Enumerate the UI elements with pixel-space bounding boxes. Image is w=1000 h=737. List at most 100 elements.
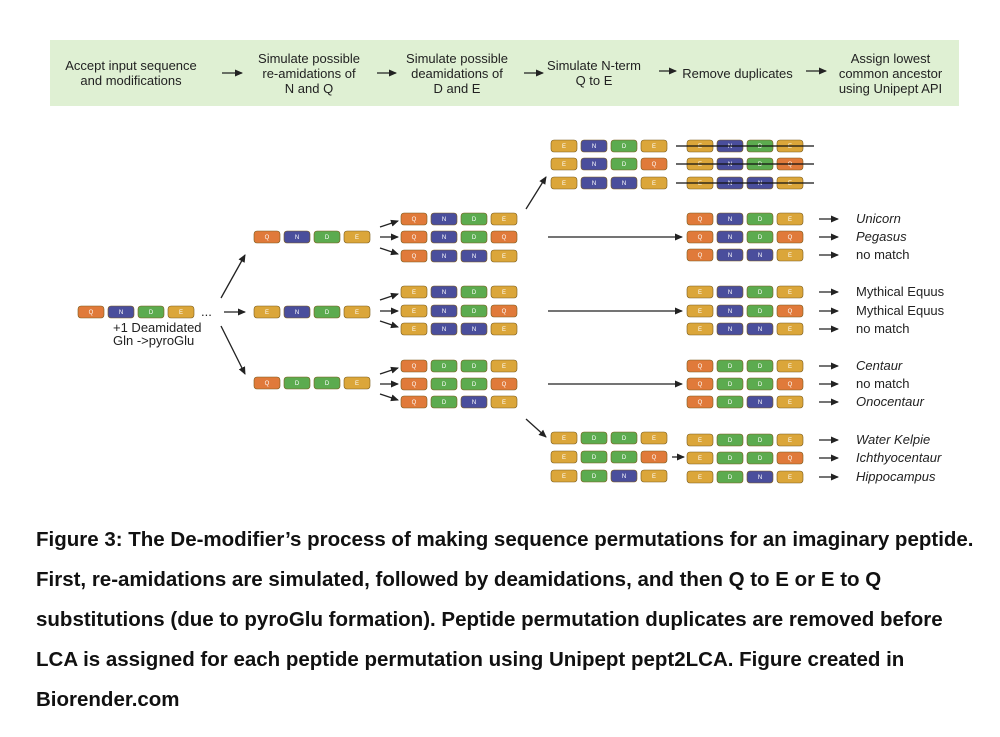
residue-N [716, 285, 744, 299]
residue-N [716, 248, 744, 262]
residue-Q [776, 377, 804, 391]
residue-N [610, 176, 638, 190]
residue-E [776, 433, 804, 447]
residue-N [580, 157, 608, 171]
lca-label: no match [856, 321, 909, 336]
flow-arrow [379, 320, 399, 329]
residue-letter: N [592, 162, 596, 168]
residue-letter: D [758, 382, 763, 388]
residue-letter: D [472, 364, 477, 370]
residue-E [490, 359, 518, 373]
residue-letter: D [592, 436, 597, 442]
step-reamidation: Simulate possible re-amidations of N and… [258, 50, 360, 96]
flow-arrow [220, 254, 246, 299]
residue-letter: E [698, 162, 702, 168]
residue-D [716, 359, 744, 373]
residue-letter: E [355, 235, 359, 241]
residue-letter: D [758, 162, 763, 168]
residue-letter: E [788, 181, 792, 187]
residue-letter: D [325, 310, 330, 316]
residue-letter: E [562, 162, 566, 168]
residue-letter: D [728, 364, 733, 370]
residue-D [716, 377, 744, 391]
residue-letter: N [295, 310, 299, 316]
residue-letter: Q [265, 381, 270, 387]
residue-E [686, 304, 714, 318]
residue-E [686, 451, 714, 465]
residue-letter: E [652, 436, 656, 442]
residue-letter: D [442, 382, 447, 388]
residue-letter: Q [412, 364, 417, 370]
residue-N [716, 230, 744, 244]
residue-letter: Q [412, 254, 417, 260]
residue-letter: D [758, 438, 763, 444]
residue-N [460, 322, 488, 336]
residue-letter: Q [265, 235, 270, 241]
residue-N [460, 395, 488, 409]
residue-D [580, 469, 608, 483]
residue-N [430, 249, 458, 263]
flow-arrow [525, 176, 547, 210]
residue-letter: D [622, 436, 627, 442]
residue-E [640, 469, 668, 483]
residue-letter: E [788, 400, 792, 406]
residue-letter: E [652, 181, 656, 187]
flow-arrow [220, 325, 246, 375]
residue-D [746, 433, 774, 447]
residue-letter: N [758, 400, 762, 406]
residue-E [686, 322, 714, 336]
residue-letter: E [788, 475, 792, 481]
residue-letter: N [728, 181, 732, 187]
residue-E [776, 248, 804, 262]
residue-D [313, 230, 341, 244]
residue-letter: N [622, 181, 626, 187]
residue-E [776, 359, 804, 373]
residue-letter: N [728, 290, 732, 296]
residue-D [283, 376, 311, 390]
residue-letter: N [728, 309, 732, 315]
residue-letter: N [442, 217, 446, 223]
residue-Q [776, 304, 804, 318]
residue-letter: E [502, 327, 506, 333]
residue-D [460, 285, 488, 299]
residue-letter: Q [788, 162, 793, 168]
residue-D [746, 285, 774, 299]
residue-E [490, 212, 518, 226]
residue-letter: D [728, 400, 733, 406]
residue-letter: N [728, 217, 732, 223]
residue-D [137, 305, 165, 319]
residue-D [716, 433, 744, 447]
residue-E [490, 249, 518, 263]
residue-Q [640, 157, 668, 171]
residue-Q [686, 230, 714, 244]
arrows-layer [220, 67, 839, 481]
residue-letter: N [758, 253, 762, 259]
residue-E [550, 176, 578, 190]
residue-letter: E [355, 381, 359, 387]
strike-lines-layer [676, 145, 814, 184]
residue-Q [490, 377, 518, 391]
residue-N [107, 305, 135, 319]
residue-letter: N [442, 235, 446, 241]
residue-letter: E [788, 144, 792, 150]
residue-letter: D [442, 364, 447, 370]
residue-D [746, 230, 774, 244]
residue-letter: N [728, 327, 732, 333]
residue-D [716, 470, 744, 484]
residue-D [716, 451, 744, 465]
residue-letter: D [758, 235, 763, 241]
residue-letter: D [728, 382, 733, 388]
residue-N [746, 395, 774, 409]
figure-caption: Figure 3: The De-modifier’s process of m… [36, 528, 974, 711]
residue-letter: E [412, 309, 416, 315]
residue-N [716, 322, 744, 336]
residue-letter: Q [502, 235, 507, 241]
